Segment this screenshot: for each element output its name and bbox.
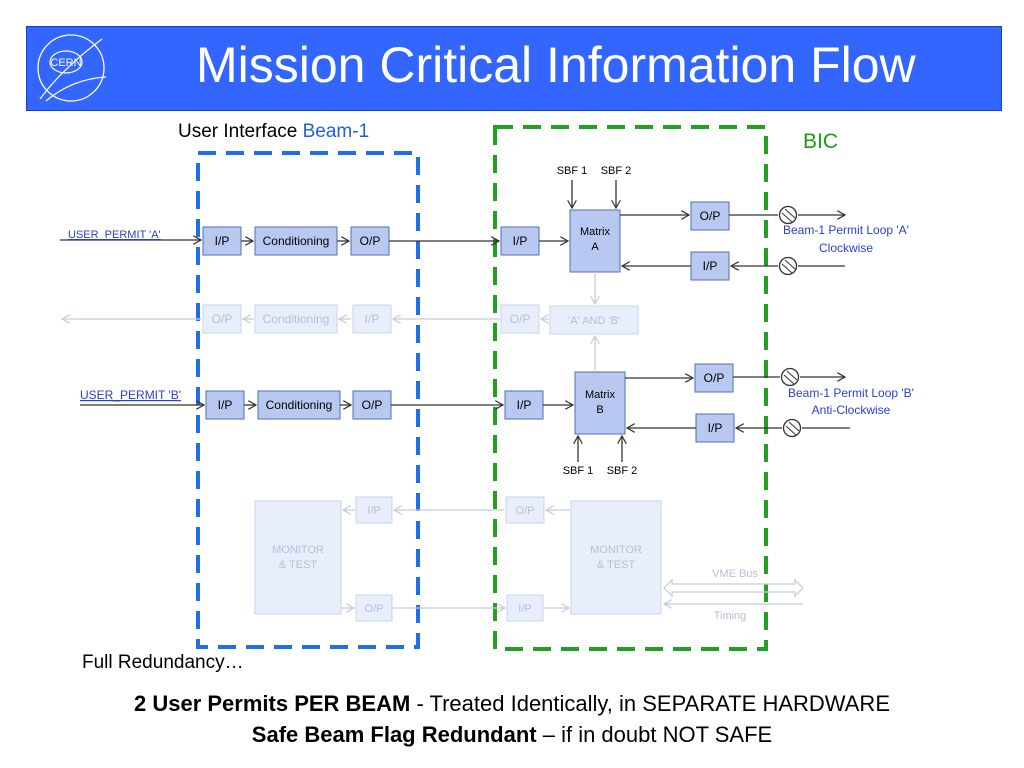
footnote: Full Redundancy… bbox=[82, 652, 244, 673]
matrix-a bbox=[569, 209, 621, 273]
matrix-b-label-line2: B bbox=[596, 404, 603, 416]
loop-a-label-line1: Beam-1 Permit Loop 'A' bbox=[783, 223, 909, 237]
ui-faded-input-label: I/P bbox=[365, 312, 380, 326]
user-permit-a-label: USER_PERMIT 'A' bbox=[68, 229, 161, 241]
bic-monitor-input-label: I/P bbox=[518, 603, 531, 615]
ui-monitor-input bbox=[355, 496, 393, 524]
matrix-a-label-line1: Matrix bbox=[580, 226, 610, 238]
user-permit-b-label: USER_PERMIT 'B' bbox=[80, 388, 181, 402]
bic-b-output bbox=[694, 363, 734, 393]
faded-return-channel: O/P Conditioning I/P O/P 'A' AND 'B' bbox=[62, 272, 639, 370]
bic-monitor-output bbox=[505, 496, 545, 524]
ui-monitor-box bbox=[254, 500, 342, 615]
ui-monitor-output bbox=[355, 594, 393, 622]
fibre-connector-b-out bbox=[780, 367, 800, 387]
a-and-b-label: 'A' AND 'B' bbox=[568, 315, 620, 327]
bic-label: BIC bbox=[803, 130, 839, 153]
vme-bus-arrow bbox=[663, 578, 804, 598]
ui-monitor-input-label: I/P bbox=[367, 505, 380, 517]
fibre-connector-a-out bbox=[778, 205, 798, 225]
bic-b-input-label: I/P bbox=[517, 398, 532, 412]
ui-b-conditioning bbox=[257, 390, 341, 420]
summary-line-2: Safe Beam Flag Redundant – if in doubt N… bbox=[0, 722, 1024, 748]
bic-enclosure bbox=[493, 125, 768, 651]
ui-b-output bbox=[352, 390, 392, 420]
timing-label: Timing bbox=[714, 610, 747, 622]
beam-label: Beam-1 bbox=[302, 121, 370, 142]
summary-line-2-rest: – if in doubt NOT SAFE bbox=[536, 722, 773, 747]
ui-faded-output-label: O/P bbox=[212, 312, 233, 326]
ui-monitor-output-label: O/P bbox=[365, 603, 384, 615]
ui-b-input bbox=[205, 390, 245, 420]
title-bar bbox=[26, 26, 1002, 111]
bic-a-output-label: O/P bbox=[700, 209, 721, 223]
bic-a-return-input-label: I/P bbox=[703, 259, 718, 273]
ui-b-output-label: O/P bbox=[362, 398, 383, 412]
ui-b-input-label: I/P bbox=[218, 398, 233, 412]
summary-line-2-bold: Safe Beam Flag Redundant bbox=[251, 722, 537, 747]
monitor-test-section: MONITOR & TEST I/P O/P O/P I/P MONITOR &… bbox=[254, 496, 804, 622]
ui-a-output-label: O/P bbox=[360, 234, 381, 248]
sbf2-b-label: SBF 2 bbox=[607, 465, 638, 477]
ui-a-conditioning-label: Conditioning bbox=[263, 234, 330, 248]
bic-monitor-label-line2: & TEST bbox=[597, 559, 636, 571]
bic-monitor-output-label: O/P bbox=[516, 505, 535, 517]
user-interface-enclosure bbox=[196, 151, 420, 649]
matrix-b bbox=[574, 371, 626, 435]
matrix-b-label-line1: Matrix bbox=[585, 389, 615, 401]
summary-line-1-bold: 2 User Permits PER BEAM bbox=[134, 691, 411, 716]
channel-a: USER_PERMIT 'A' I/P Conditioning O/P I/P… bbox=[60, 165, 909, 281]
loop-b-label-line1: Beam-1 Permit Loop 'B' bbox=[788, 386, 914, 400]
fibre-connector-b-in bbox=[782, 418, 802, 438]
bic-monitor-input bbox=[506, 594, 544, 622]
ui-faded-input bbox=[352, 304, 392, 334]
ui-monitor-label-line1: MONITOR bbox=[272, 544, 324, 556]
loop-a-label-line2: Clockwise bbox=[819, 241, 873, 255]
sbf1-b-label: SBF 1 bbox=[563, 465, 594, 477]
ui-b-conditioning-label: Conditioning bbox=[266, 398, 333, 412]
vme-bus-label: VME Bus bbox=[712, 568, 758, 580]
bic-a-output bbox=[690, 201, 730, 231]
ui-faded-output bbox=[202, 304, 242, 334]
sbf2-a-label: SBF 2 bbox=[601, 165, 632, 177]
bic-faded-output bbox=[500, 304, 540, 334]
bic-faded-output-label: O/P bbox=[510, 312, 531, 326]
summary-line-1-rest: - Treated Identically, in SEPARATE HARDW… bbox=[410, 691, 890, 716]
bic-a-return-input bbox=[690, 251, 730, 281]
bic-a-input-label: I/P bbox=[513, 234, 528, 248]
page-title: Mission Critical Information Flow bbox=[196, 37, 916, 93]
summary-line-1: 2 User Permits PER BEAM - Treated Identi… bbox=[0, 691, 1024, 717]
bic-b-return-input-label: I/P bbox=[708, 421, 723, 435]
a-and-b-box bbox=[549, 305, 639, 335]
bic-monitor-label-line1: MONITOR bbox=[590, 544, 642, 556]
fibre-connector-a-in bbox=[778, 256, 798, 276]
bic-monitor-box bbox=[570, 500, 662, 615]
sbf1-a-label: SBF 1 bbox=[557, 165, 588, 177]
logo-text: CERN bbox=[50, 57, 81, 69]
user-interface-label: User Interface bbox=[178, 121, 298, 142]
ui-faded-conditioning-label: Conditioning bbox=[263, 312, 330, 326]
channel-b: USER_PERMIT 'B' I/P Conditioning O/P I/P… bbox=[80, 363, 914, 477]
loop-b-label-line2: Anti-Clockwise bbox=[812, 403, 891, 417]
ui-a-input bbox=[202, 226, 242, 256]
cern-logo: CERN bbox=[37, 34, 107, 102]
ui-a-input-label: I/P bbox=[215, 234, 230, 248]
bic-b-output-label: O/P bbox=[704, 371, 725, 385]
matrix-a-label-line2: A bbox=[591, 241, 599, 253]
ui-faded-conditioning bbox=[254, 304, 338, 334]
ui-monitor-label-line2: & TEST bbox=[279, 559, 318, 571]
user-interface-heading: User Interface Beam-1 bbox=[178, 121, 369, 143]
ui-a-output bbox=[350, 226, 390, 256]
